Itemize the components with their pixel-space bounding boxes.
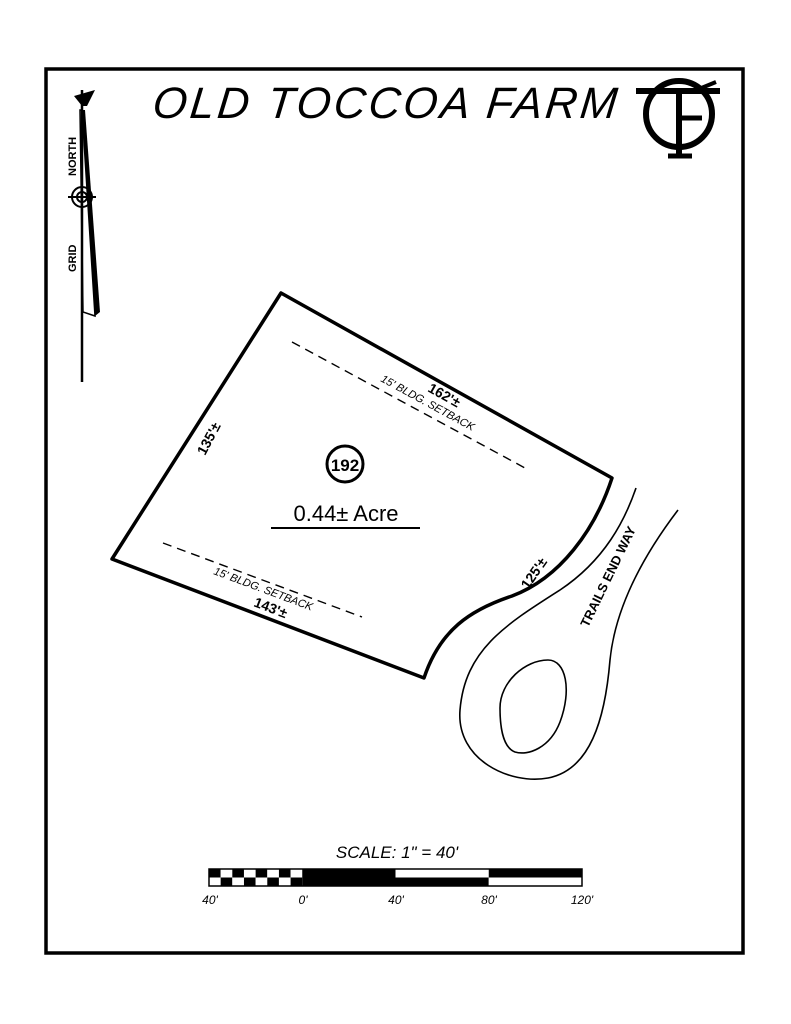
scale-segment (302, 869, 396, 886)
lot-area: 0.44± Acre (293, 501, 398, 526)
scale-segment (395, 869, 489, 878)
scale-segment (488, 877, 582, 886)
scale-checker-cell (243, 869, 256, 878)
lot-number-circle (325, 444, 365, 484)
scale-segment (488, 869, 582, 878)
map-title: OLD TOCCOA FARM (150, 79, 622, 128)
scale-tick-2: 40' (388, 893, 404, 907)
scale-tick-4: 120' (571, 893, 594, 907)
road-name: TRAILS END WAY (577, 524, 639, 630)
scale-checker-cell (278, 869, 291, 878)
road-trails-end-way (459, 487, 679, 780)
setback-label-top: 15' BLDG. SETBACK (379, 373, 477, 434)
scale-checker-cell (232, 869, 244, 878)
setback-line-bottom (162, 542, 363, 618)
scale-bar (208, 868, 583, 887)
scale-segment (395, 877, 489, 886)
scale-tick-0: 40' (202, 893, 218, 907)
scale-label: SCALE: 1" = 40' (336, 843, 459, 862)
scale-checker-cell (290, 877, 303, 886)
scale-checker-cell (278, 877, 291, 886)
scale-tick-1: 0' (299, 893, 309, 907)
lot-boundary (110, 291, 614, 680)
setback-line-top (291, 341, 526, 469)
north-label: NORTH (67, 137, 79, 176)
scale-checker-cell (267, 869, 279, 878)
scale-bar-outline (208, 868, 583, 887)
scale-checker-cell (220, 869, 233, 878)
scale-checker-cell (243, 877, 256, 886)
map-border (44, 67, 745, 955)
scale-checker-cell (255, 877, 268, 886)
scale-checker-cell (220, 877, 233, 886)
scale-ticks: 40' 0' 40' 80' 120' (202, 893, 594, 907)
dimension-right: 125'± (517, 554, 550, 592)
lot-number: 192 (331, 456, 359, 475)
grid-label: GRID (67, 244, 79, 272)
north-arrow-icon (68, 90, 100, 382)
scale-checker-cell (232, 877, 244, 886)
scale-checker-cell (290, 869, 303, 878)
otf-monogram-logo (636, 78, 720, 159)
scale-checker-cell (255, 869, 268, 878)
scale-tick-3: 80' (481, 893, 497, 907)
scale-checker-cell (209, 869, 221, 878)
scale-checker-cell (267, 877, 279, 886)
scale-checker-cell (209, 877, 221, 886)
